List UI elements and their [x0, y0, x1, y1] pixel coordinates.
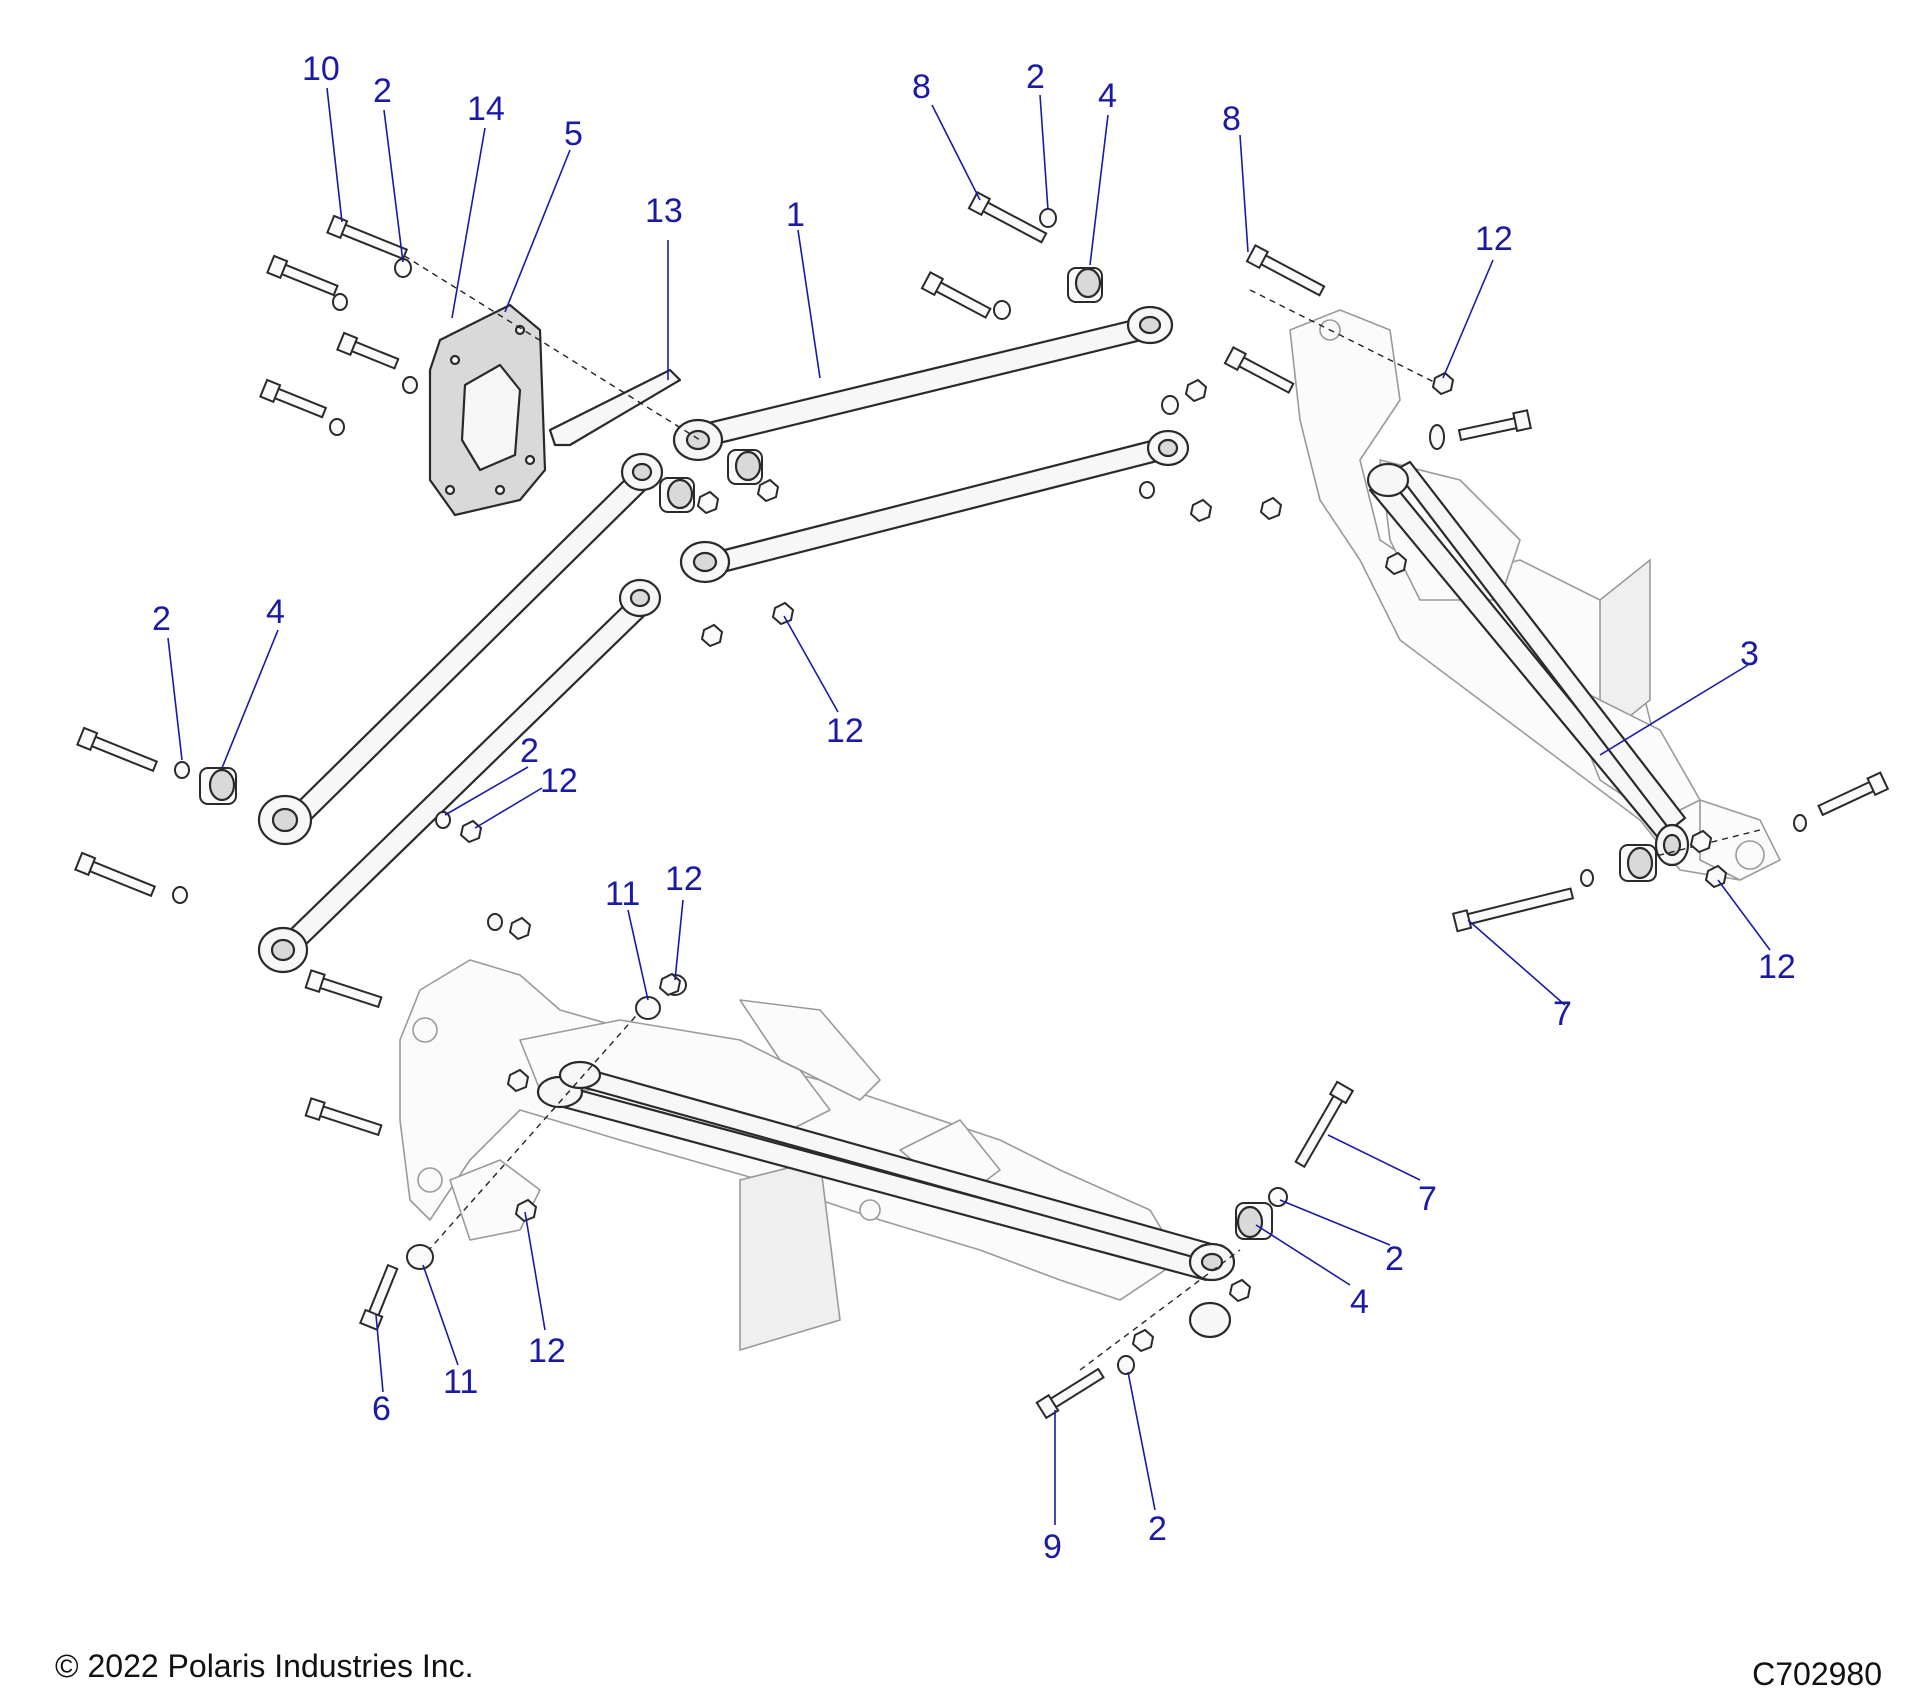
- callout-12: 12: [528, 1332, 566, 1370]
- callout-1: 1: [786, 196, 805, 234]
- bolt: [326, 214, 409, 261]
- callout-2: 2: [152, 600, 171, 638]
- bolt: [336, 331, 400, 370]
- callout-4: 4: [1350, 1283, 1369, 1321]
- leader-lines: [167, 87, 1771, 1525]
- long-link-lower-left: [257, 578, 662, 974]
- bolt: [1245, 244, 1326, 297]
- callout-4: 4: [266, 593, 285, 631]
- figure-id: C702980: [1752, 1656, 1882, 1692]
- bolt: [358, 1263, 399, 1332]
- bolts: [74, 191, 1890, 1420]
- bolt: [304, 1097, 383, 1137]
- callout-3: 3: [1740, 635, 1759, 673]
- callout-12: 12: [540, 762, 578, 800]
- callout-10: 10: [302, 50, 340, 88]
- bolt: [920, 271, 992, 319]
- callout-8: 8: [1222, 100, 1241, 138]
- assembly-lines: [394, 249, 1761, 1371]
- bushing: [1067, 267, 1103, 303]
- upper-link-1: [672, 305, 1174, 462]
- bolt: [1223, 346, 1295, 394]
- callout-6: 6: [372, 1390, 391, 1428]
- trailing-arm-link-left: [536, 1060, 1236, 1339]
- bolt: [1294, 1080, 1355, 1169]
- bolt: [266, 254, 339, 297]
- callout-14: 14: [467, 90, 505, 128]
- callout-7: 7: [1418, 1180, 1437, 1218]
- shield-plate: [548, 368, 682, 447]
- long-link-upper-left: [257, 452, 664, 846]
- bushing: [199, 767, 237, 805]
- callout-2: 2: [1026, 58, 1045, 96]
- bushing: [727, 449, 763, 485]
- callout-2: 2: [1148, 1510, 1167, 1548]
- callout-9: 9: [1043, 1528, 1062, 1566]
- bolt: [1457, 409, 1532, 442]
- bolt: [74, 851, 157, 898]
- mount-plate: [428, 303, 547, 517]
- callout-13: 13: [645, 192, 683, 230]
- trailing-arm-link-right: [1366, 460, 1690, 867]
- bolt: [967, 191, 1048, 244]
- nuts: [459, 371, 1728, 1353]
- callout-7: 7: [1553, 995, 1572, 1033]
- callout-5: 5: [564, 115, 583, 153]
- bushings: [199, 267, 1657, 1270]
- callout-12: 12: [665, 860, 703, 898]
- callout-11: 11: [605, 875, 640, 913]
- callout-12: 12: [826, 712, 864, 750]
- callout-2: 2: [520, 732, 539, 770]
- callout-4: 4: [1098, 77, 1117, 115]
- bolt: [1451, 887, 1575, 933]
- washers: [172, 208, 1807, 1375]
- bolt: [259, 378, 328, 419]
- callout-2: 2: [1385, 1240, 1404, 1278]
- frame-right-ghost: [1289, 309, 1781, 881]
- callout-2: 2: [373, 72, 392, 110]
- bolt: [76, 726, 159, 773]
- bolt: [1817, 771, 1890, 817]
- callout-labels: 10 2 14 5 13 1 8 2 4 8 12 2 4 2 12 12 3 …: [152, 50, 1796, 1566]
- copyright-notice: © 2022 Polaris Industries Inc.: [55, 1648, 474, 1684]
- callout-12: 12: [1475, 220, 1513, 258]
- callout-12: 12: [1758, 948, 1796, 986]
- callout-8: 8: [912, 68, 931, 106]
- callout-11: 11: [443, 1363, 478, 1401]
- bushing: [1619, 844, 1657, 882]
- bushing: [659, 477, 695, 513]
- lower-link: [679, 429, 1190, 584]
- bolt: [304, 969, 383, 1009]
- bolt: [1035, 1367, 1105, 1420]
- bushing: [1235, 1202, 1273, 1240]
